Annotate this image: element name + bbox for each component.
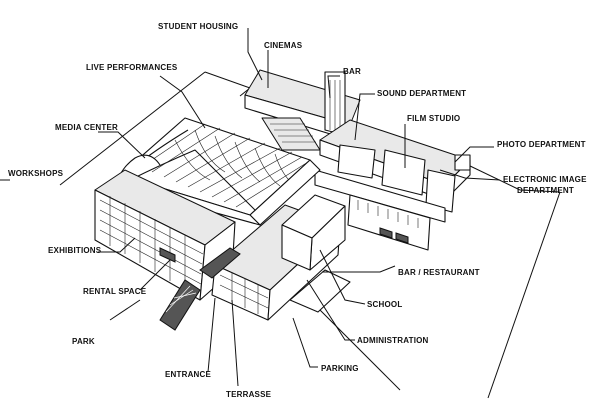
labels: STUDENT HOUSING CINEMAS LIVE PERFORMANCE…: [8, 22, 587, 399]
label-parking: PARKING: [321, 364, 359, 373]
label-bar: BAR: [343, 67, 361, 76]
label-film-studio: FILM STUDIO: [407, 114, 460, 123]
label-student-housing: STUDENT HOUSING: [158, 22, 238, 31]
label-school: SCHOOL: [367, 300, 402, 309]
entrance-stair: [159, 247, 241, 331]
rear-block: [244, 69, 361, 151]
label-entrance: ENTRANCE: [165, 370, 212, 379]
leader-lines: [0, 28, 501, 387]
label-photo-department: PHOTO DEPARTMENT: [497, 140, 586, 149]
label-cinemas: CINEMAS: [264, 41, 303, 50]
right-block: [314, 119, 471, 251]
label-bar-restaurant: BAR / RESTAURANT: [398, 268, 480, 277]
entrance-block: [211, 194, 351, 321]
label-administration: ADMINISTRATION: [357, 336, 429, 345]
label-media-center: MEDIA CENTER: [55, 123, 118, 132]
label-terrasse: TERRASSE: [226, 390, 272, 399]
label-electronic-image-line2: DEPARTMENT: [517, 186, 574, 195]
label-workshops: WORKSHOPS: [8, 169, 64, 178]
label-electronic-image-line1: ELECTRONIC IMAGE: [503, 175, 587, 184]
label-live-performances: LIVE PERFORMANCES: [86, 63, 178, 72]
label-exhibitions: EXHIBITIONS: [48, 246, 102, 255]
label-sound-department: SOUND DEPARTMENT: [377, 89, 466, 98]
label-park: PARK: [72, 337, 95, 346]
label-rental-space: RENTAL SPACE: [83, 287, 147, 296]
